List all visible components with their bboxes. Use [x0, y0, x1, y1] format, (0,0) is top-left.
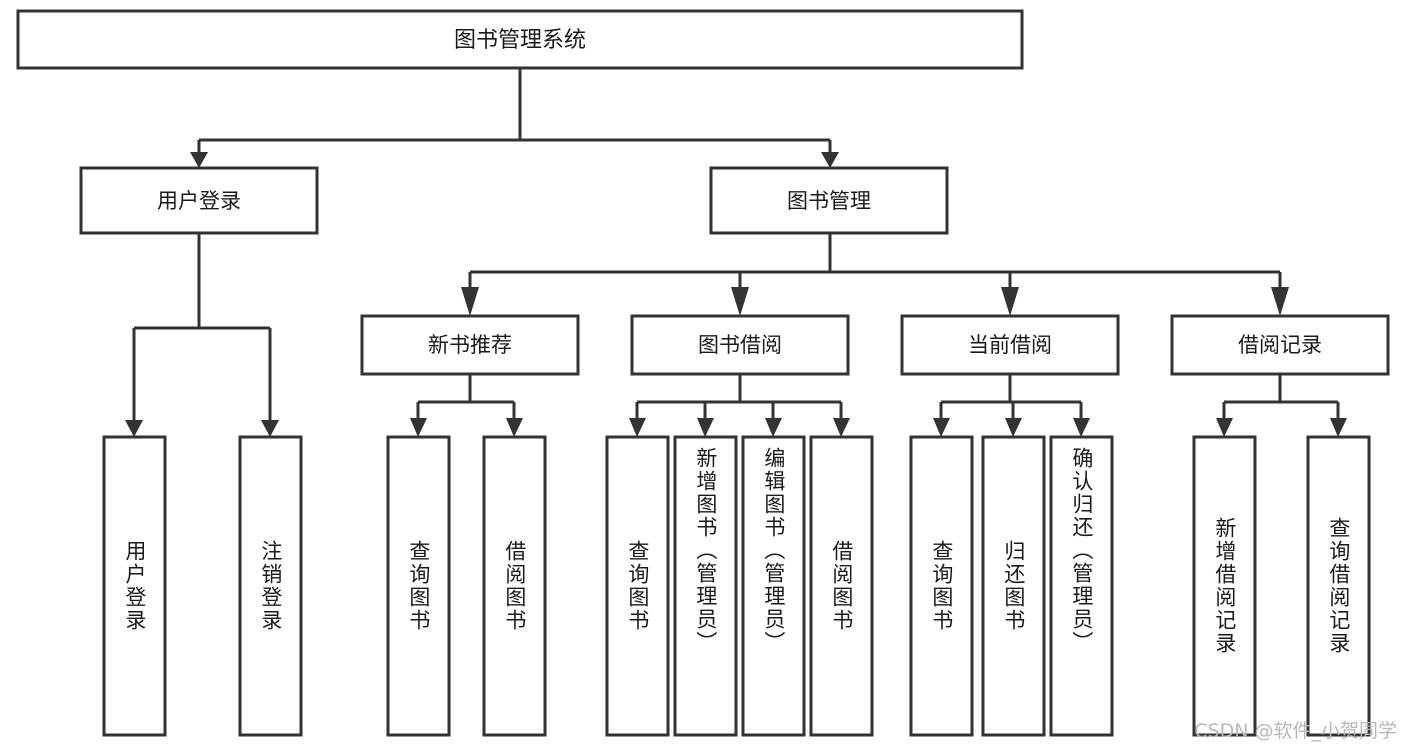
leaf-box-borrow-book-1[interactable]	[482, 435, 547, 737]
current-borrow-box[interactable]	[900, 314, 1120, 376]
leaf-box-layer	[102, 435, 1371, 737]
user-login-label: 用户登录	[157, 189, 241, 213]
leaf-box-query-borrow-record[interactable]	[1306, 435, 1371, 737]
arrowhead-leaf-query-book-1	[410, 418, 427, 437]
arrowhead-leaf-query-book-2	[629, 418, 646, 437]
new-book-recommend-box[interactable]	[360, 314, 580, 376]
node-user-login[interactable]: 用户登录	[79, 166, 319, 235]
leaf-box-return-book[interactable]	[981, 435, 1046, 737]
leaf-box-query-book-2[interactable]	[605, 435, 670, 737]
arrowhead-borrow-record	[1271, 287, 1289, 316]
node-new-book-recommend[interactable]: 新书推荐	[360, 314, 580, 376]
borrow-record-box[interactable]	[1170, 314, 1390, 376]
leaf-box-user-logout[interactable]	[238, 435, 303, 737]
node-book-borrow[interactable]: 图书借阅	[630, 314, 850, 376]
user-login-box[interactable]	[79, 166, 319, 235]
book-manage-box[interactable]	[709, 166, 949, 235]
root-box[interactable]	[16, 9, 1024, 70]
leaf-box-edit-book-admin[interactable]	[741, 435, 806, 737]
watermark: CSDN @软件_小贺同学	[1194, 720, 1397, 742]
arrowhead-leaf-query-borrow-record	[1330, 418, 1347, 437]
leaf-box-add-book-admin[interactable]	[673, 435, 738, 737]
leaf-box-query-book-3[interactable]	[909, 435, 974, 737]
new-book-recommend-label: 新书推荐	[428, 333, 512, 357]
arrowhead-leaf-add-borrow-record	[1216, 418, 1233, 437]
arrowhead-leaf-edit-book-admin	[765, 418, 782, 437]
node-book-manage[interactable]: 图书管理	[709, 166, 949, 235]
current-borrow-label: 当前借阅	[968, 333, 1052, 357]
book-manage-label: 图书管理	[787, 189, 871, 213]
arrowhead-book-manage	[821, 152, 839, 168]
leaf-box-user-login[interactable]	[102, 435, 167, 737]
book-borrow-box[interactable]	[630, 314, 850, 376]
node-current-borrow[interactable]: 当前借阅	[900, 314, 1120, 376]
arrowhead-current-borrow	[1001, 287, 1019, 316]
arrowhead-leaf-return-book	[1005, 418, 1022, 437]
arrowhead-leaf-borrow-book-2	[833, 418, 850, 437]
arrowhead-leaf-user-login	[125, 420, 143, 437]
root-label: 图书管理系统	[454, 28, 586, 53]
leaf-box-borrow-book-2[interactable]	[809, 435, 874, 737]
arrowhead-leaf-borrow-book-1	[506, 418, 523, 437]
leaf-box-query-book-1[interactable]	[386, 435, 451, 737]
node-root[interactable]: 图书管理系统	[16, 9, 1024, 70]
leaf-box-add-borrow-record[interactable]	[1192, 435, 1257, 737]
node-borrow-record[interactable]: 借阅记录	[1170, 314, 1390, 376]
arrowhead-leaf-user-logout	[261, 420, 279, 437]
leaf-box-confirm-return-admin[interactable]	[1049, 435, 1114, 737]
borrow-record-label: 借阅记录	[1238, 333, 1322, 357]
arrowhead-leaf-add-book-admin	[697, 418, 714, 437]
connector-layer	[125, 68, 1347, 437]
arrowhead-leaf-confirm-return-admin	[1073, 418, 1090, 437]
arrowhead-leaf-query-book-3	[933, 418, 950, 437]
arrowhead-book-borrow	[731, 287, 749, 316]
arrowhead-new-book-recommend	[461, 287, 479, 316]
book-borrow-label: 图书借阅	[698, 333, 782, 357]
arrowhead-user-login	[190, 152, 208, 168]
